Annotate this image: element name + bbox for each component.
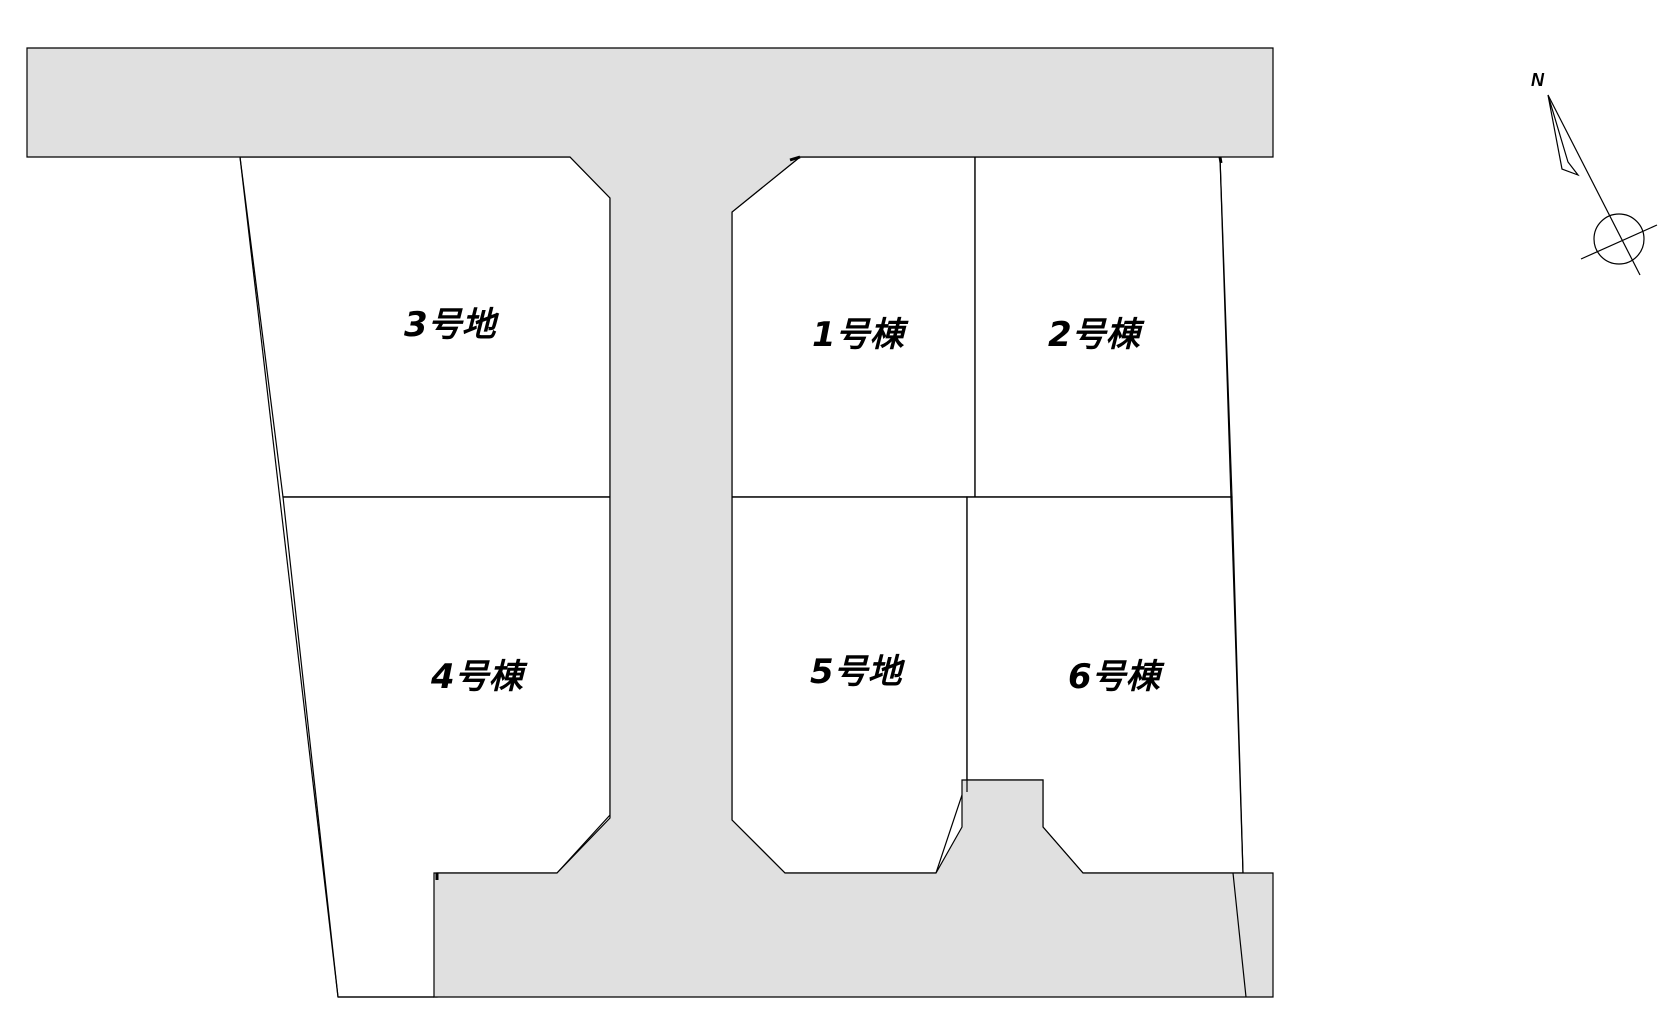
east-boundary-road-line (1232, 872, 1247, 998)
lot-2-label: 2号棟 (1048, 315, 1146, 355)
north-arrow-axis (1547, 94, 1641, 276)
north-arrow-crossbar (1580, 224, 1658, 260)
compass-circle-icon (1593, 213, 1645, 265)
lot-5-label: 5号地 (810, 652, 906, 692)
west-boundary-line (239, 156, 339, 998)
road (26, 47, 1274, 998)
lot-boundaries (239, 155, 1247, 998)
north-arrow-icon (1547, 94, 1580, 177)
lot-4-label: 4号棟 (430, 657, 529, 697)
lot-1-label: 1号棟 (812, 315, 910, 355)
corner-mark-1 (1218, 156, 1223, 164)
lot-labels: 3号地 1号棟 2号棟 4号棟 5号地 6号棟 (404, 305, 1166, 697)
lot-areas (239, 156, 1244, 998)
east-boundary-line (1219, 156, 1244, 874)
north-label: N (1531, 70, 1545, 90)
north-compass: N (1531, 70, 1658, 276)
lot-6-label: 6号棟 (1068, 657, 1166, 697)
corner-mark-3 (789, 155, 801, 162)
lot-3-label: 3号地 (404, 305, 500, 345)
